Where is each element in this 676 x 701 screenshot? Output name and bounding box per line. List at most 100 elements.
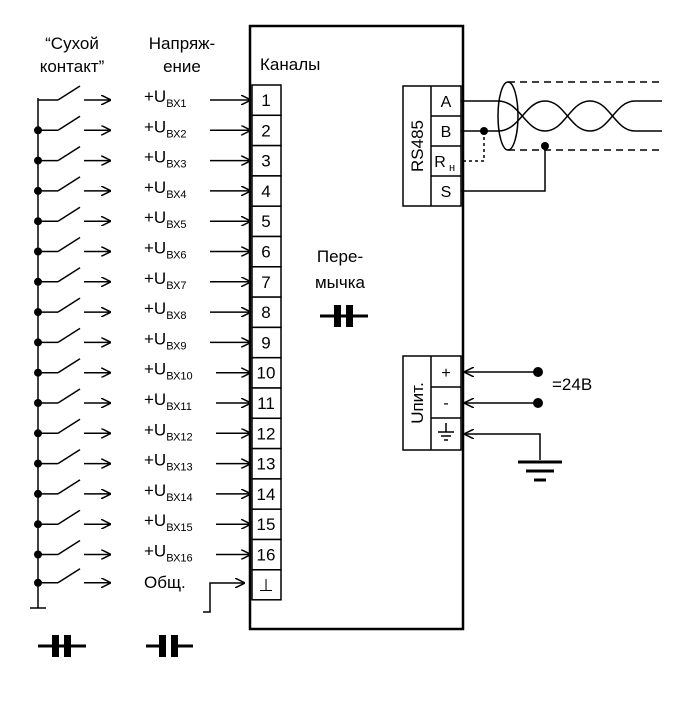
power-supply-wiring	[465, 372, 541, 460]
terminal-number: 5	[261, 212, 270, 231]
voltage-title-line1: Напряж-	[149, 34, 215, 53]
rail-node	[34, 126, 42, 135]
switch-contact-15	[34, 509, 110, 528]
twisted-pair-cable	[461, 81, 662, 151]
voltage-jumper-icon	[146, 635, 193, 657]
switch-contact-3	[34, 145, 110, 165]
earth-ground-icon	[518, 460, 562, 482]
power-minus-node	[533, 398, 543, 408]
terminal-16: 16	[251, 538, 282, 571]
terminal-number: 14	[257, 485, 276, 504]
terminal-number: 8	[261, 303, 270, 322]
terminal-number: 11	[257, 394, 275, 413]
terminal-12: 12	[251, 417, 282, 450]
terminal-15: 15	[251, 508, 282, 541]
input-label-5: +UВХ5	[144, 208, 187, 231]
jumper-label-line2: мычка	[315, 273, 366, 292]
dry-contact-title-line1: “Сухой	[45, 34, 99, 53]
input-label-14: +UВХ14	[144, 481, 193, 504]
rs485-terminal-r-subscript: н	[449, 162, 455, 174]
switch-contact-14	[34, 479, 110, 498]
terminal-8: 8	[251, 296, 282, 329]
terminal-14: 14	[251, 478, 282, 510]
rail-node	[34, 399, 42, 407]
rs485-terminal-a: A	[441, 94, 452, 111]
jumper-icon	[320, 305, 368, 327]
input-label-12: +UВХ12	[144, 420, 193, 443]
power-label: Uпит.	[408, 382, 427, 424]
rail-node	[34, 459, 42, 468]
dry-contact-switches	[30, 85, 110, 609]
switch-contact-7	[34, 267, 110, 286]
terminal-number: 15	[257, 515, 276, 534]
input-label-15: +UВХ15	[144, 511, 193, 534]
terminal-number: 1	[261, 91, 270, 110]
terminal-13: 13	[251, 447, 282, 480]
input-label-1: +UВХ1	[144, 87, 187, 110]
terminal-2: 2	[251, 114, 282, 147]
voltage-title-line2: ение	[163, 57, 201, 76]
rs485-termination-wiring	[461, 127, 549, 192]
rail-node	[34, 247, 42, 256]
terminal-6: 6	[251, 235, 282, 268]
terminal-4: 4	[251, 175, 282, 207]
rail-node	[34, 578, 42, 587]
terminal-number: 2	[261, 121, 270, 140]
rail-node	[34, 338, 42, 347]
input-label-9: +UВХ9	[144, 329, 187, 352]
input-label-3: +UВХ3	[144, 148, 187, 171]
switch-contact-1	[38, 85, 110, 100]
input-label-10: +UВХ10	[144, 360, 193, 383]
dry-contact-jumper-icon	[38, 635, 86, 657]
rail-node	[34, 217, 42, 226]
rail-node	[34, 489, 42, 498]
rail-node	[34, 156, 42, 165]
input-label-8: +UВХ8	[144, 299, 187, 322]
input-label-2: +UВХ2	[144, 117, 187, 140]
switch-contact-8	[34, 297, 110, 316]
rs485-block: RS485 A B R н S	[402, 85, 462, 207]
terminal-number: 7	[261, 273, 270, 292]
terminal-number: 12	[257, 424, 276, 443]
power-block: Uпит. + -	[402, 355, 462, 451]
switch-contact-5	[34, 206, 110, 226]
input-label-16: +UВХ16	[144, 542, 193, 565]
terminal-1: 1	[251, 84, 282, 117]
dry-contact-title-line2: контакт”	[40, 57, 105, 76]
jumper-label-line1: Пере-	[317, 247, 363, 266]
power-terminal-minus: -	[443, 395, 448, 412]
switch-contact-2	[34, 115, 110, 135]
terminal-5: 5	[251, 205, 282, 238]
terminal-number: 9	[261, 333, 270, 352]
terminal-common-symbol: ⊥	[259, 576, 274, 595]
switch-contact-10	[34, 358, 110, 377]
rail-node	[34, 186, 42, 195]
power-terminal-ground-icon	[438, 423, 454, 441]
rs485-label: RS485	[408, 120, 427, 172]
switch-contact-4	[34, 176, 110, 195]
switch-contact-13	[34, 448, 110, 468]
input-voltage-labels: +UВХ1+UВХ2+UВХ3+UВХ4+UВХ5+UВХ6+UВХ7+UВХ8…	[144, 87, 250, 565]
rail-node	[34, 277, 42, 286]
rail-node	[34, 550, 42, 559]
rail-node	[34, 368, 42, 377]
terminal-common: ⊥	[251, 569, 282, 601]
rs485-terminal-r: R	[434, 154, 446, 171]
rs485-terminal-b: B	[441, 124, 452, 141]
channels-title: Каналы	[260, 55, 320, 74]
terminal-7: 7	[251, 266, 282, 298]
switch-contact-common	[34, 568, 110, 587]
terminal-number: 13	[257, 455, 276, 474]
input-label-6: +UВХ6	[144, 239, 187, 262]
terminal-number: 16	[257, 546, 276, 565]
terminal-number: 6	[261, 243, 270, 262]
input-label-13: +UВХ13	[144, 451, 193, 474]
terminal-10: 10	[251, 356, 282, 389]
terminal-number: 4	[261, 182, 270, 201]
terminal-9: 9	[251, 326, 282, 359]
input-label-11: +UВХ11	[144, 390, 192, 413]
switch-contact-11	[34, 388, 110, 407]
common-wire	[203, 583, 244, 613]
